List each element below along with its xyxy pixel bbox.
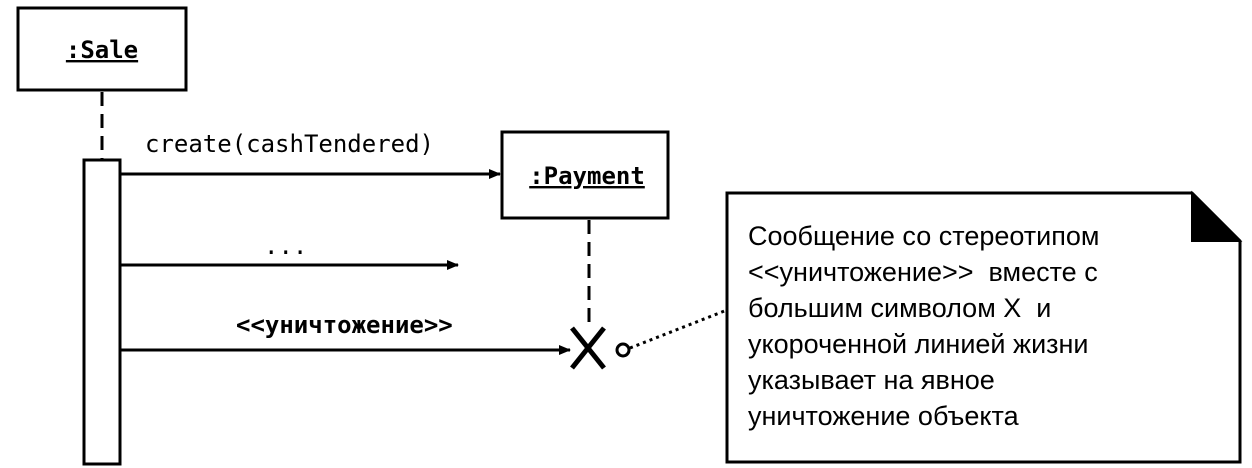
payment-participant-box <box>500 130 670 220</box>
note-fold-corner <box>1191 190 1243 242</box>
sale-participant: :Sale <box>16 6 188 92</box>
payment-participant: :Payment <box>500 130 670 220</box>
destroy-message-label: <<уничтожение>> <box>236 311 453 339</box>
note-line: уничтожение объекта <box>748 401 1019 431</box>
note-line: Сообщение со стереотипом <box>748 221 1100 251</box>
sale-participant-box <box>16 6 188 92</box>
payment-participant-label: :Payment <box>529 162 645 190</box>
sale-participant-label: :Sale <box>66 36 138 64</box>
ellipsis-message-label: ... <box>264 232 307 260</box>
note-line: укороченной линией жизни <box>748 329 1089 359</box>
note-line: <<уничтожение>> вместе с <box>748 257 1098 287</box>
sale-activation-bar <box>82 158 122 466</box>
note-box <box>725 190 1243 464</box>
note-text: Сообщение со стереотипом <<уничтожение>>… <box>748 218 1218 434</box>
note-connector-line <box>629 308 728 350</box>
note-anchor-circle <box>615 342 631 358</box>
note-line: указывает на явное <box>748 365 995 395</box>
destruction-x-icon <box>570 326 606 370</box>
note-line: большим символом X и <box>748 293 1052 323</box>
create-message-label: create(cashTendered) <box>145 130 434 158</box>
